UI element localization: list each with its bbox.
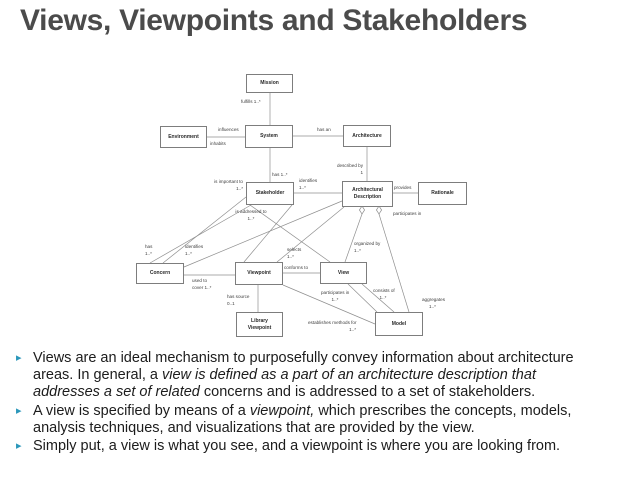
edge-label: participates in — [393, 211, 422, 216]
diagram-node-label: Viewpoint — [247, 270, 271, 277]
diagram-node-label: Model — [391, 320, 407, 327]
edge-label: is important to 1..* — [214, 179, 243, 191]
bullet-text-line: Views are an ideal mechanism to purposef… — [33, 350, 574, 366]
edge-label: provides — [394, 185, 412, 190]
bullet-text-line: analysis techniques, and visualizations … — [33, 419, 475, 436]
diagram-node-label: System — [260, 133, 278, 140]
edge-label: has 1..* — [272, 172, 288, 177]
edge-label: described by 1 — [336, 163, 363, 175]
diagram-node-architectural-description: Architectural Description — [342, 181, 393, 207]
diagram-connector-line — [149, 204, 252, 264]
bullet-item: ▸ A view is specified by means of a viewp… — [0, 403, 638, 437]
diagram-node-label: Concern — [149, 270, 171, 277]
edge-label: selects 1..* — [287, 247, 302, 259]
diagram-node-system: System — [245, 125, 293, 148]
edge-label: used to cover 1..* — [192, 278, 212, 290]
bullet-text-line: Simply put, a view is what you see, and … — [33, 438, 561, 455]
diagram-node-label: Architectural Description — [352, 187, 383, 200]
edge-label: establishes methods for 1..* — [308, 320, 357, 332]
diagram-node-environment: Environment — [160, 126, 207, 148]
bullet-arrow-icon: ▸ — [16, 440, 22, 453]
edge-label: aggregates 1..* — [422, 297, 445, 309]
diagram-node-label: Architecture — [352, 132, 382, 139]
edge-label: has source 0..1 — [227, 294, 250, 306]
edge-label: influences — [218, 127, 239, 132]
diagram-connector-line — [378, 213, 410, 313]
edge-label: inhabits — [210, 141, 226, 146]
diagram-node-rationale: Rationale — [418, 182, 467, 205]
edge-label: participates in 1..* — [321, 290, 350, 302]
edge-label: conforms to — [284, 265, 308, 270]
diagram-node-label: Library Viewpoint — [247, 317, 272, 331]
edge-label: consists of 1..* — [373, 288, 395, 300]
diagram-node-view: View — [320, 262, 367, 284]
diagram-node-label: View — [337, 269, 350, 276]
edge-label: has 1..* — [145, 244, 153, 256]
edge-label: organized by 1..* — [354, 241, 381, 253]
bullet-item: ▸ Simply put, a view is what you see, and… — [0, 438, 638, 455]
diagram-node-model: Model — [375, 312, 423, 336]
diagram-node-stakeholder: Stakeholder — [246, 182, 294, 205]
diagram-node-label: Environment — [168, 133, 199, 140]
diagram-node-label: Rationale — [431, 190, 454, 197]
edge-label: has an — [317, 127, 331, 132]
slide-title: Views, Viewpoints and Stakeholders — [20, 4, 528, 37]
bullet-text-line: areas. In general, a view is defined as … — [33, 367, 536, 384]
diagram-node-mission: Mission — [246, 74, 293, 93]
diagram-connector-line — [361, 283, 395, 313]
diagram-connector-line — [162, 196, 247, 264]
diagram-node-architecture: Architecture — [343, 125, 391, 147]
diagram-node-label: Mission — [260, 80, 279, 87]
edge-label: fulfills 1..* — [241, 99, 261, 104]
diagram-connector-line — [344, 213, 363, 263]
diagram-connector-line — [276, 206, 345, 263]
diagram-node-label: Stakeholder — [255, 190, 285, 197]
diagram-node-concern: Concern — [136, 263, 184, 284]
diagram-connector-line — [347, 283, 378, 313]
aggregation-diamond-icon — [358, 205, 366, 215]
bullet-list: ▸ Views are an ideal mechanism to purpose… — [0, 350, 638, 455]
edge-label: identifies 1..* — [299, 178, 318, 190]
bullet-item: ▸ Views are an ideal mechanism to purpose… — [0, 350, 638, 402]
bullet-text-line: A view is specified by means of a viewpo… — [33, 402, 572, 419]
diagram-connector-line — [243, 204, 293, 263]
edge-label: identifies 1..* — [185, 244, 204, 256]
bullet-text-line: addresses a set of related concerns and … — [33, 384, 536, 401]
aggregation-diamond-icon — [375, 205, 383, 215]
diagram-connector-line — [249, 204, 331, 263]
diagram-node-viewpoint: Viewpoint — [235, 262, 283, 285]
diagram-connector-line — [183, 200, 343, 268]
diagram-connector-line — [282, 284, 376, 325]
bullet-arrow-icon: ▸ — [16, 352, 22, 364]
edge-label: is addressed to 1..* — [235, 209, 267, 221]
bullet-arrow-icon: ▸ — [16, 404, 22, 417]
diagram-node-library-viewpoint: Library Viewpoint — [236, 312, 283, 337]
